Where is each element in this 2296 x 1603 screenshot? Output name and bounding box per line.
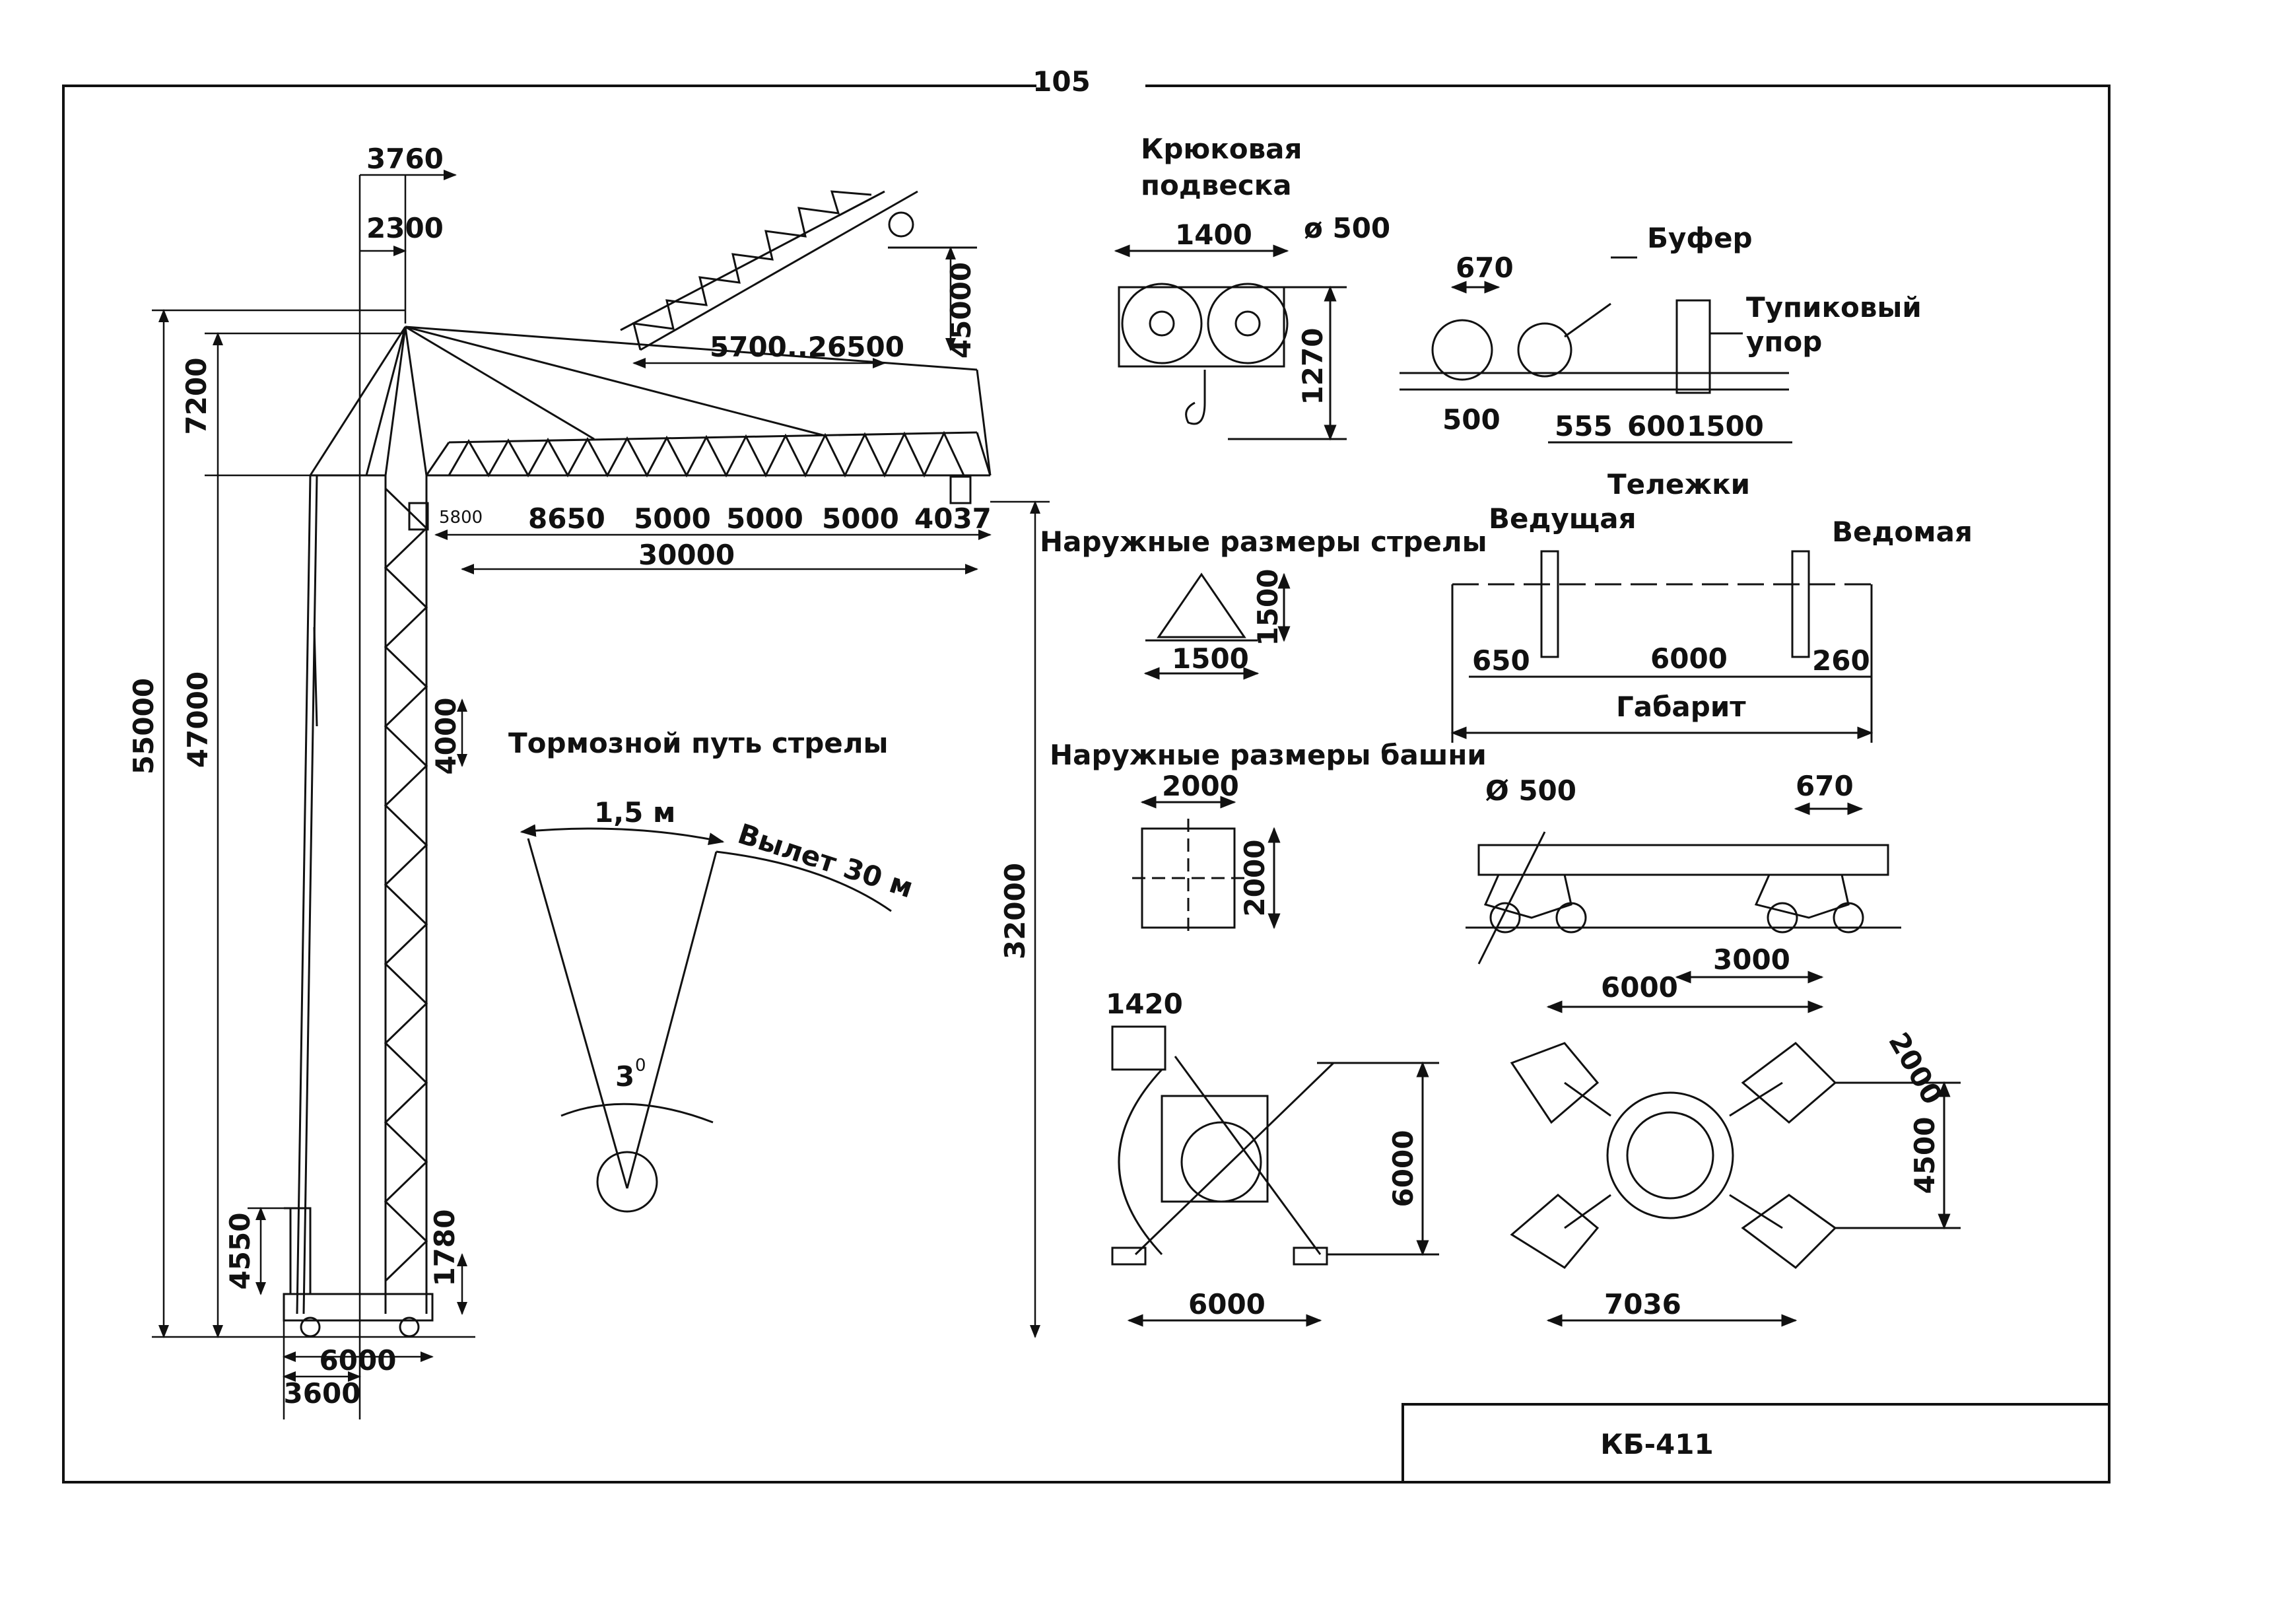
- bogie-overall: Габарит: [1616, 691, 1746, 723]
- dim-4550: 4550: [224, 1213, 256, 1290]
- outrigger-height: 4500: [1908, 1117, 1941, 1194]
- crane-dim-lines: [152, 170, 1050, 1419]
- hook-block-view: Крюковая подвеска 1400 ø 500 1270: [1114, 133, 1390, 441]
- tower-section-title: Наружные размеры башни: [1050, 739, 1487, 771]
- undercarriage-670: 670: [1796, 770, 1854, 802]
- buffer-555: 555: [1555, 410, 1613, 442]
- slewing-height: 6000: [1387, 1130, 1419, 1208]
- jib-section-view: Наружные размеры стрелы 1500 1500: [1040, 526, 1487, 680]
- brake-path-title: Тормозной путь стрелы: [508, 727, 889, 759]
- hook-title-1: Крюковая: [1141, 133, 1302, 165]
- tower-section-view: Наружные размеры башни 2000 2000: [1050, 739, 1487, 938]
- buffer-label: Буфер: [1647, 222, 1753, 254]
- outrigger-2000: 2000: [1882, 1027, 1949, 1110]
- brake-angle-unit: 0: [635, 1056, 646, 1075]
- page-number: 105: [1032, 65, 1091, 98]
- buffer-1500: 1500: [1687, 410, 1764, 442]
- bogies-title: Тележки: [1607, 468, 1750, 500]
- sheet-frame: [62, 85, 2110, 1484]
- undercarriage-view: Ø 500 670 6000 3000: [1466, 770, 1901, 1013]
- slewing-1420: 1420: [1106, 988, 1183, 1020]
- bogie-650: 650: [1472, 644, 1530, 677]
- dim-7200: 7200: [180, 358, 213, 435]
- hook-title-2: подвеска: [1141, 169, 1292, 201]
- hook-width: 1400: [1175, 219, 1252, 251]
- jib-seg-4: 5000: [822, 502, 899, 535]
- undercarriage-6000: 6000: [1601, 971, 1678, 1004]
- undercarriage-diameter: Ø 500: [1485, 774, 1576, 807]
- buffer-600: 600: [1627, 410, 1685, 442]
- jib-seg-3: 5000: [726, 502, 803, 535]
- reach-sketch: [620, 190, 977, 351]
- jib-section-height: 1500: [1252, 569, 1284, 646]
- jib-seg-5: 4037: [914, 502, 992, 535]
- jib-section-title: Наружные размеры стрелы: [1040, 526, 1487, 558]
- outrigger-base-view: 2000 4500 7036: [1510, 1027, 1961, 1327]
- dim-reach-range: 5700..26500: [710, 331, 904, 363]
- tower-section-width: 2000: [1162, 770, 1239, 802]
- jib-seg-1: 8650: [528, 502, 605, 535]
- dim-3760: 3760: [366, 143, 444, 175]
- brake-angle: 3: [615, 1060, 634, 1093]
- dead-end-stop-line1: Тупиковый: [1746, 291, 1922, 324]
- crane-dim-texts: 3760 2300 7200 55000 47000 4000 4550 178…: [127, 143, 1031, 1410]
- dead-end-stop-line2: упор: [1746, 325, 1822, 358]
- slewing-platform-view: 1420 6000 6000: [1106, 988, 1439, 1327]
- crane-elevation: [283, 325, 992, 1338]
- bogies-view: Тележки Ведущая Ведомая 650 6000 260 Габ…: [1450, 468, 1973, 743]
- slewing-width: 6000: [1188, 1288, 1266, 1320]
- hook-height: 1270: [1297, 328, 1329, 405]
- buffer-670: 670: [1456, 252, 1514, 284]
- dim-55000: 55000: [127, 678, 160, 774]
- dim-32000: 32000: [999, 863, 1031, 959]
- tower-section-height: 2000: [1238, 840, 1271, 917]
- driving-bogie-label: Ведущая: [1489, 502, 1637, 535]
- undercarriage-3000: 3000: [1713, 943, 1790, 976]
- outrigger-width: 7036: [1604, 1288, 1681, 1320]
- dim-30000: 30000: [638, 539, 735, 571]
- buffer-view: Буфер Тупиковый упор 670 500 555 600 150…: [1400, 222, 1922, 444]
- dim-45000: 45000: [945, 262, 977, 358]
- hook-diameter: ø 500: [1304, 212, 1390, 244]
- brake-radius: Вылет 30 м: [734, 817, 917, 904]
- jib-section-width: 1500: [1172, 642, 1249, 675]
- jib-seg-2: 5000: [634, 502, 711, 535]
- dim-2300: 2300: [366, 212, 444, 244]
- title-block-code: КБ-411: [1600, 1428, 1713, 1460]
- dim-1780: 1780: [428, 1210, 461, 1287]
- dim-47000: 47000: [182, 671, 214, 768]
- bogie-6000: 6000: [1650, 642, 1728, 675]
- bogie-260: 260: [1812, 644, 1870, 677]
- brake-path-diagram: Тормозной путь стрелы 1,5 м Вылет 30 м 3…: [508, 727, 917, 1213]
- dim-5800: 5800: [439, 508, 483, 528]
- buffer-500: 500: [1442, 403, 1501, 436]
- dim-3600: 3600: [284, 1377, 361, 1410]
- brake-distance: 1,5 м: [594, 796, 675, 829]
- dim-base-6000: 6000: [320, 1344, 397, 1377]
- dim-4000: 4000: [430, 698, 462, 775]
- driven-bogie-label: Ведомая: [1832, 516, 1973, 548]
